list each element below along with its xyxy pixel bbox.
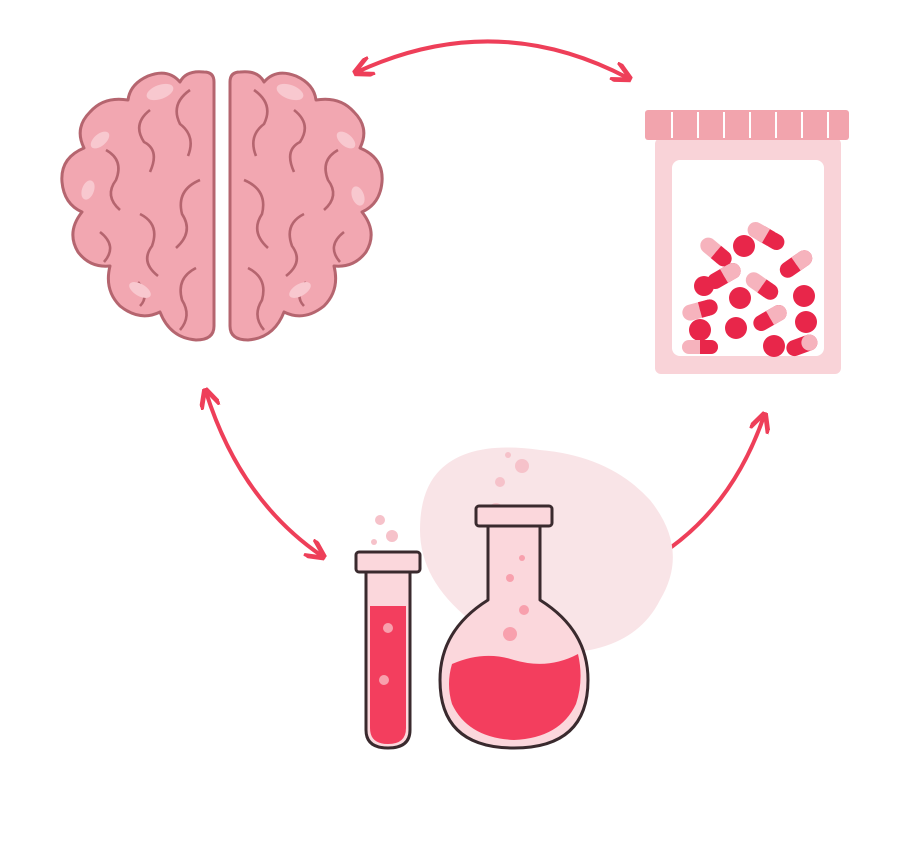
brain-icon <box>60 70 384 342</box>
background-blob <box>420 447 673 652</box>
flask-icon <box>438 504 590 750</box>
pill-jar-icon <box>645 110 849 374</box>
test-tube-icon <box>354 550 422 750</box>
pills <box>682 222 818 357</box>
lab-glassware-icon <box>354 447 673 750</box>
arrow-brain-to-jar <box>357 39 628 78</box>
arrow-brain-to-lab <box>206 392 322 556</box>
